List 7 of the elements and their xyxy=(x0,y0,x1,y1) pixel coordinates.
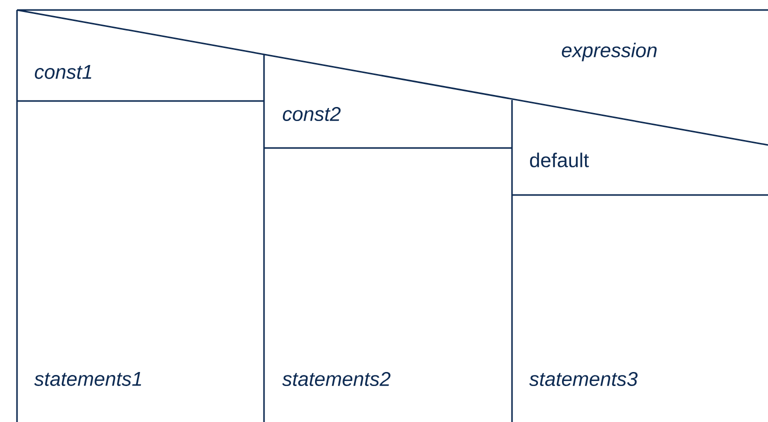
case-label: default xyxy=(530,152,589,168)
statement-label: statements3 xyxy=(529,372,638,386)
case-label: const2 xyxy=(282,106,341,122)
expression-label: expression xyxy=(562,42,657,62)
statement-label: statements2 xyxy=(282,372,390,386)
case-label: const1 xyxy=(34,65,92,79)
statement-label: statements1 xyxy=(34,372,142,386)
